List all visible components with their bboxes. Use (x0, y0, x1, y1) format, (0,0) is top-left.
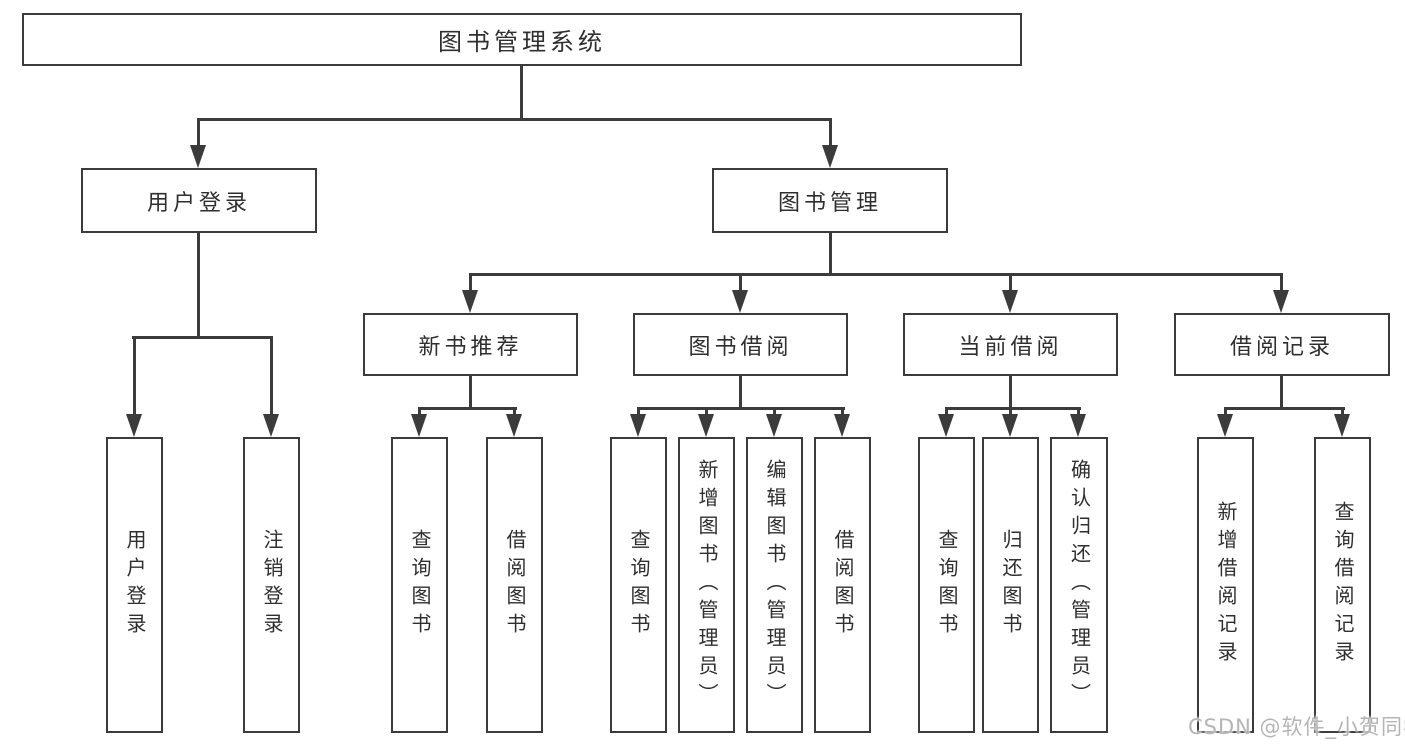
leaf-label: 借阅图书 (831, 529, 855, 641)
leaf-borrow-books-recommend: 借阅图书 (486, 437, 543, 733)
leaf-label: 新增借阅记录 (1214, 501, 1238, 669)
connector-line (739, 376, 742, 410)
connector-line (418, 410, 421, 415)
node-library-system: 图书管理系统 (22, 13, 1022, 66)
connector-line (1077, 410, 1080, 415)
arrowhead-down-icon (732, 290, 748, 313)
connector-line (829, 233, 832, 276)
connector-line (469, 273, 1283, 276)
leaf-confirm-return-admin: 确认归还（管理员） (1050, 437, 1108, 733)
leaf-label: 用户登录 (123, 529, 147, 641)
leaf-label: 归还图书 (999, 529, 1023, 641)
arrowhead-down-icon (822, 145, 838, 168)
leaf-query-books-current: 查询图书 (918, 437, 975, 733)
arrowhead-down-icon (834, 414, 850, 437)
connector-line (1341, 410, 1344, 415)
connector-line (132, 336, 273, 339)
arrowhead-down-icon (630, 414, 646, 437)
leaf-label: 查询图书 (408, 529, 432, 641)
connector-line (133, 339, 136, 414)
connector-line (773, 410, 776, 415)
leaf-borrow-books: 借阅图书 (814, 437, 871, 733)
connector-line (469, 376, 472, 410)
leaf-user-login: 用户登录 (106, 437, 163, 733)
connector-line (270, 339, 273, 414)
leaf-add-borrow-record: 新增借阅记录 (1197, 437, 1254, 733)
connector-line (739, 276, 742, 290)
arrowhead-down-icon (1217, 414, 1233, 437)
leaf-label: 查询借阅记录 (1331, 501, 1355, 669)
leaf-return-books: 归还图书 (982, 437, 1039, 733)
leaf-edit-books-admin: 编辑图书（管理员） (746, 437, 803, 733)
arrowhead-down-icon (938, 414, 954, 437)
leaf-label: 查询图书 (935, 529, 959, 641)
leaf-label: 编辑图书（管理员） (763, 459, 787, 711)
connector-line (513, 410, 516, 415)
node-book-borrow: 图书借阅 (633, 313, 848, 376)
arrowhead-down-icon (506, 414, 522, 437)
arrowhead-down-icon (190, 145, 206, 168)
connector-line (197, 118, 832, 121)
node-new-book-recommend: 新书推荐 (363, 313, 578, 376)
connector-line (197, 121, 200, 147)
leaf-label: 注销登录 (260, 529, 284, 641)
node-book-management: 图书管理 (712, 168, 948, 233)
connector-line (197, 233, 200, 339)
connector-line (705, 410, 708, 415)
connector-line (1009, 276, 1012, 290)
connector-line (637, 407, 845, 410)
leaf-label: 查询图书 (627, 529, 651, 641)
node-current-borrow: 当前借阅 (903, 313, 1118, 376)
connector-line (1280, 276, 1283, 290)
leaf-label: 借阅图书 (503, 529, 527, 641)
arrowhead-down-icon (411, 414, 427, 437)
connector-line (945, 410, 948, 415)
leaf-label: 新增图书（管理员） (695, 459, 719, 711)
arrowhead-down-icon (263, 414, 279, 437)
arrowhead-down-icon (462, 290, 478, 313)
leaf-query-books-borrow: 查询图书 (610, 437, 667, 733)
arrowhead-down-icon (126, 414, 142, 437)
watermark: CSDN @软件_小贺同学 (1188, 715, 1405, 739)
connector-line (418, 407, 517, 410)
connector-line (1009, 376, 1012, 410)
leaf-label: 确认归还（管理员） (1067, 459, 1092, 711)
connector-line (1280, 376, 1283, 410)
connector-line (469, 276, 472, 290)
arrowhead-down-icon (766, 414, 782, 437)
connector-line (945, 407, 1081, 410)
arrowhead-down-icon (1334, 414, 1350, 437)
leaf-add-books-admin: 新增图书（管理员） (678, 437, 735, 733)
node-borrow-records: 借阅记录 (1174, 313, 1390, 376)
leaf-query-borrow-record: 查询借阅记录 (1314, 437, 1371, 733)
arrowhead-down-icon (698, 414, 714, 437)
leaf-query-books-recommend: 查询图书 (391, 437, 448, 733)
arrowhead-down-icon (1273, 290, 1289, 313)
connector-line (520, 66, 523, 120)
arrowhead-down-icon (1002, 290, 1018, 313)
connector-line (829, 121, 832, 147)
leaf-logout: 注销登录 (243, 437, 300, 733)
arrowhead-down-icon (1002, 414, 1018, 437)
connector-line (841, 410, 844, 415)
connector-line (1224, 410, 1227, 415)
connector-line (1009, 410, 1012, 415)
arrowhead-down-icon (1070, 414, 1086, 437)
node-user-login: 用户登录 (81, 168, 317, 233)
connector-line (1224, 407, 1345, 410)
connector-line (637, 410, 640, 415)
